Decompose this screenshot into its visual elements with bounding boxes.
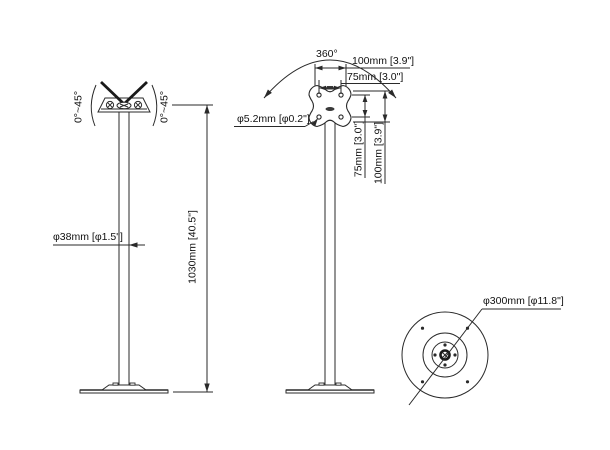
dimension-arrow xyxy=(338,65,346,71)
side-vesa-width-dimensions xyxy=(314,64,410,94)
base-hub-hole xyxy=(453,353,457,357)
dimension-arrow xyxy=(334,85,341,91)
swivel-arrow xyxy=(264,89,272,98)
dimension-arrow xyxy=(319,85,326,91)
screw-hole-diameter-label: φ5.2mm [φ0.2"] xyxy=(237,113,310,125)
base-diameter-leader xyxy=(408,308,561,406)
side-vesa-height-dimensions xyxy=(352,90,390,184)
base-inner-circle xyxy=(431,341,459,369)
front-head xyxy=(97,80,151,113)
front-height-dimension xyxy=(172,104,213,393)
base-outer-circle xyxy=(401,311,489,399)
vesa-width-100-label: 100mm [3.9"] xyxy=(352,55,415,67)
front-view xyxy=(53,80,213,394)
side-view xyxy=(234,59,410,394)
side-swivel-arc xyxy=(263,59,397,99)
base-hub-hole xyxy=(443,343,447,347)
dimension-arrow xyxy=(204,383,210,392)
tilt-range-left-label: 0°~45° xyxy=(72,90,85,124)
total-height-label: 1030mm [40.5"] xyxy=(186,210,199,284)
front-base xyxy=(79,382,169,394)
dimension-arrow xyxy=(204,105,210,114)
base-hub-hole xyxy=(443,363,447,367)
front-base-screw-bump xyxy=(112,382,119,386)
dimension-arrow xyxy=(362,95,368,102)
dimension-arrow xyxy=(362,110,368,117)
vesa-height-100-label: 100mm [3.9"] xyxy=(372,121,384,185)
base-middle-circle xyxy=(422,332,468,378)
base-outer-hole xyxy=(420,326,425,330)
front-head-left-arm xyxy=(100,80,124,105)
swivel-arrow xyxy=(388,89,396,98)
dimension-arrow xyxy=(311,118,318,126)
swivel-angle-label: 360° xyxy=(316,48,338,60)
base-diameter-label: φ300mm [φ11.8"] xyxy=(483,295,564,307)
tilt-range-right-label: 0°~45° xyxy=(158,90,171,124)
base-hub-hole xyxy=(433,353,437,357)
base-outer-hole xyxy=(465,380,470,384)
vesa-width-75-label: 75mm [3.0"] xyxy=(347,70,404,83)
front-head-right-arm xyxy=(124,80,148,105)
front-tilt-arcs xyxy=(90,84,158,127)
side-base-screw-bump xyxy=(318,382,325,386)
base-outer-hole xyxy=(420,380,425,384)
base-top-view xyxy=(401,308,561,406)
front-pole-diameter-leader xyxy=(53,242,145,248)
front-base-screw-bump xyxy=(129,382,136,386)
side-pole xyxy=(324,120,336,386)
vesa-height-75-label: 75mm [3.0"] xyxy=(352,120,364,178)
pole-diameter-label: φ38mm [φ1.5"] xyxy=(53,231,123,243)
side-base xyxy=(285,382,375,394)
dimension-arrow xyxy=(129,242,138,248)
dimension-arrow xyxy=(382,91,388,99)
dimension-arrow xyxy=(315,65,323,71)
vesa-center-detail xyxy=(325,107,335,111)
vesa-hole xyxy=(338,114,344,120)
side-vesa-plate xyxy=(308,84,352,128)
front-pole xyxy=(118,112,130,386)
side-screw-hole-leader xyxy=(234,118,318,127)
side-base-screw-bump xyxy=(335,382,342,386)
dimension-arrow xyxy=(382,114,388,122)
